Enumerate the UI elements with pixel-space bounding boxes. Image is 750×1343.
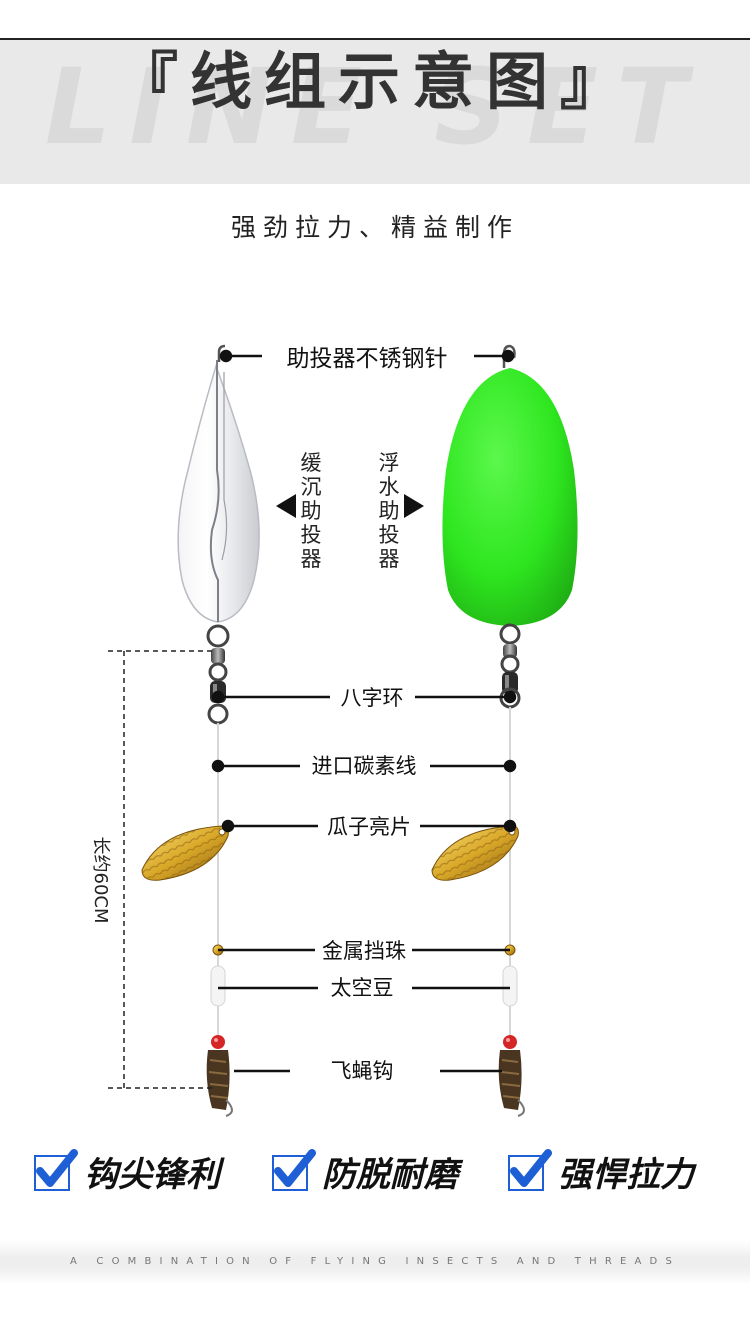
footer-band bbox=[0, 1240, 750, 1285]
label-sinking-caster: 缓沉助投器 bbox=[300, 451, 322, 571]
header-band: LINE SET bbox=[0, 38, 750, 184]
spinner-blade-left bbox=[141, 825, 229, 881]
right-rig bbox=[431, 344, 578, 1117]
arrow-right-icon bbox=[404, 494, 424, 518]
page-title: 『线组示意图』 bbox=[115, 45, 634, 118]
label-length: 长约60CM bbox=[90, 836, 111, 924]
sinking-caster bbox=[177, 344, 260, 623]
left-rig bbox=[141, 344, 260, 1117]
label-metal-bead: 金属挡珠 bbox=[316, 935, 412, 965]
sinking-caster-wire bbox=[209, 360, 220, 622]
checkmark-icon bbox=[508, 1149, 552, 1193]
footer-tagline: A COMBINATION OF FLYING INSECTS AND THRE… bbox=[69, 1256, 680, 1267]
feature-text: 防脱耐磨 bbox=[322, 1154, 458, 1195]
length-bracket bbox=[108, 650, 214, 1089]
floating-caster-body bbox=[442, 368, 578, 626]
needle-hook-left bbox=[217, 344, 226, 362]
top-rule bbox=[0, 38, 750, 40]
feature-3: 强悍拉力 bbox=[508, 1146, 694, 1196]
feature-1: 钩尖锋利 bbox=[34, 1146, 220, 1196]
label-carbon-line: 进口碳素线 bbox=[305, 750, 423, 780]
feature-text: 强悍拉力 bbox=[558, 1154, 694, 1195]
checkmark-icon bbox=[272, 1149, 316, 1193]
label-floating-caster: 浮水助投器 bbox=[378, 451, 400, 571]
fly-hook-left bbox=[206, 1035, 233, 1117]
label-needle: 助投器不锈钢针 bbox=[280, 339, 454, 373]
swivel-left bbox=[206, 624, 230, 725]
line-set-diagram bbox=[108, 344, 578, 1117]
space-bean-left bbox=[210, 965, 226, 1007]
label-spinner-blade: 瓜子亮片 bbox=[321, 811, 417, 841]
feature-text: 钩尖锋利 bbox=[84, 1154, 220, 1195]
space-bean-right bbox=[502, 965, 518, 1007]
fly-hook-right bbox=[498, 1035, 525, 1117]
label-space-bean: 太空豆 bbox=[324, 972, 400, 1002]
leader-lines bbox=[211, 349, 517, 1073]
page-subtitle: 强劲拉力、精益制作 bbox=[230, 213, 519, 242]
label-fly-hook: 飞蝇钩 bbox=[324, 1055, 400, 1085]
checkmark-icon bbox=[34, 1149, 78, 1193]
floating-caster bbox=[442, 344, 578, 626]
feature-2: 防脱耐磨 bbox=[272, 1146, 458, 1196]
header-watermark: LINE SET bbox=[44, 46, 706, 168]
arrow-left-icon bbox=[276, 494, 296, 518]
spinner-blade-right bbox=[431, 825, 519, 881]
label-swivel: 八字环 bbox=[334, 682, 410, 712]
